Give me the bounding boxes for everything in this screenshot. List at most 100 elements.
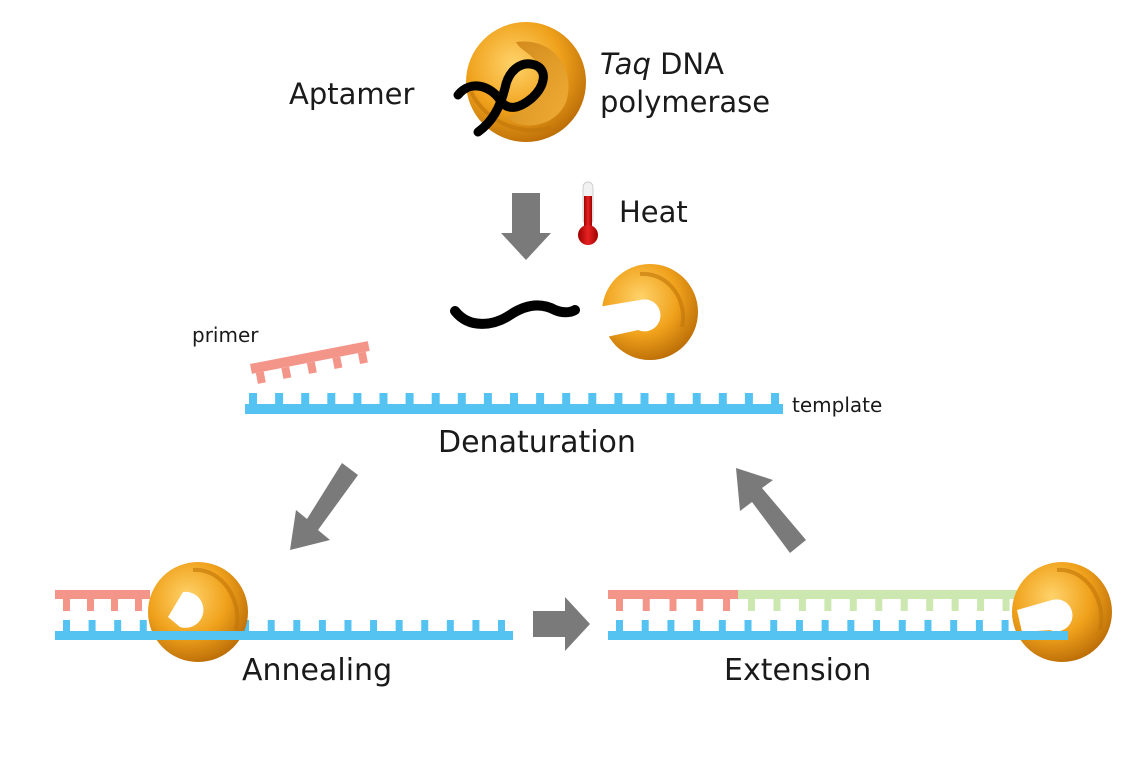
- base-tooth: [405, 393, 414, 404]
- heat-label: Heat: [619, 195, 688, 229]
- aptamer-label: Aptamer: [289, 77, 414, 111]
- base-tooth: [718, 393, 727, 404]
- base-tooth: [536, 393, 545, 404]
- base-tooth: [395, 620, 403, 631]
- backbone: [250, 341, 370, 374]
- base-tooth: [249, 393, 257, 404]
- arrow-to-annealing-icon: [290, 463, 358, 550]
- base-tooth: [924, 620, 932, 631]
- base-tooth: [281, 366, 292, 379]
- base-tooth: [975, 620, 983, 631]
- arrow-to-extension-icon: [533, 597, 590, 651]
- base-tooth: [63, 620, 70, 631]
- base-tooth: [616, 599, 623, 611]
- base-tooth: [900, 599, 908, 611]
- base-tooth: [139, 620, 147, 631]
- base-tooth: [821, 620, 829, 631]
- annealing-primer-strand: [55, 590, 150, 611]
- base-tooth: [332, 356, 343, 369]
- extension-template-strand: [608, 620, 1068, 640]
- taq-italic: Taq: [600, 47, 651, 81]
- base-tooth: [666, 393, 675, 404]
- base-tooth: [318, 620, 326, 631]
- aptamer-strand-icon: [453, 59, 548, 137]
- base-tooth: [950, 620, 958, 631]
- base-tooth: [457, 393, 466, 404]
- base-tooth: [111, 599, 118, 611]
- polymerase-label-line1: Taq DNA: [600, 47, 724, 81]
- template-strand: [245, 393, 783, 414]
- base-tooth: [1001, 620, 1009, 631]
- base-tooth: [614, 393, 623, 404]
- base-tooth: [472, 620, 480, 631]
- polymerase-label-line2: polymerase: [600, 85, 770, 119]
- base-tooth: [771, 393, 779, 404]
- annealing-polymerase-icon: [148, 562, 248, 662]
- base-tooth: [640, 393, 649, 404]
- base-tooth: [114, 620, 122, 631]
- extension-primer-strand: [608, 590, 738, 611]
- base-tooth: [446, 620, 454, 631]
- base-tooth: [293, 620, 301, 631]
- base-tooth: [926, 599, 934, 611]
- backbone: [608, 590, 738, 599]
- base-tooth: [267, 620, 275, 631]
- base-tooth: [849, 599, 857, 611]
- extension-polymerase-icon: [1012, 562, 1112, 662]
- base-tooth: [641, 620, 649, 631]
- base-tooth: [951, 599, 959, 611]
- base-tooth: [770, 620, 778, 631]
- base-tooth: [379, 393, 388, 404]
- base-tooth: [873, 620, 881, 631]
- base-tooth: [301, 393, 310, 404]
- annealing-label: Annealing: [242, 653, 392, 688]
- base-tooth: [798, 599, 806, 611]
- base-tooth: [898, 620, 906, 631]
- arrow-to-denaturation-icon: [736, 468, 806, 553]
- base-tooth: [88, 620, 96, 631]
- base-tooth: [255, 371, 266, 384]
- base-tooth: [696, 599, 704, 611]
- primer-label: primer: [192, 323, 259, 347]
- base-tooth: [773, 599, 781, 611]
- base-tooth: [344, 620, 352, 631]
- base-tooth: [431, 393, 440, 404]
- base-tooth: [744, 620, 752, 631]
- base-tooth: [669, 599, 677, 611]
- backbone: [55, 631, 513, 640]
- backbone: [245, 404, 783, 414]
- base-tooth: [667, 620, 675, 631]
- aptamer-polymerase-complex: Aptamer Taq DNA polymerase: [289, 22, 770, 142]
- base-tooth: [847, 620, 855, 631]
- free-aptamer-strand-icon: [450, 300, 580, 329]
- down-arrow-icon: [501, 193, 551, 260]
- extension-label: Extension: [724, 653, 871, 688]
- base-tooth: [353, 393, 362, 404]
- dna-text: DNA: [651, 47, 724, 81]
- base-tooth: [824, 599, 832, 611]
- backbone: [738, 590, 1045, 599]
- extension-template-overlay: [1010, 631, 1068, 640]
- base-tooth: [723, 599, 730, 611]
- base-tooth: [693, 620, 701, 631]
- heat-step: Heat: [501, 181, 688, 260]
- denaturation-label: Denaturation: [438, 425, 636, 460]
- base-tooth: [692, 393, 701, 404]
- base-tooth: [63, 599, 70, 611]
- base-tooth: [562, 393, 571, 404]
- base-tooth: [357, 351, 368, 365]
- base-tooth: [642, 599, 650, 611]
- base-tooth: [977, 599, 985, 611]
- base-tooth: [306, 361, 317, 374]
- base-tooth: [421, 620, 429, 631]
- base-tooth: [616, 620, 623, 631]
- base-tooth: [135, 599, 142, 611]
- primer-strand: [250, 341, 370, 384]
- backbone: [608, 631, 1068, 640]
- base-tooth: [744, 393, 753, 404]
- base-tooth: [748, 599, 755, 611]
- thermometer-icon: [578, 181, 598, 245]
- base-tooth: [718, 620, 726, 631]
- base-tooth: [1002, 599, 1010, 611]
